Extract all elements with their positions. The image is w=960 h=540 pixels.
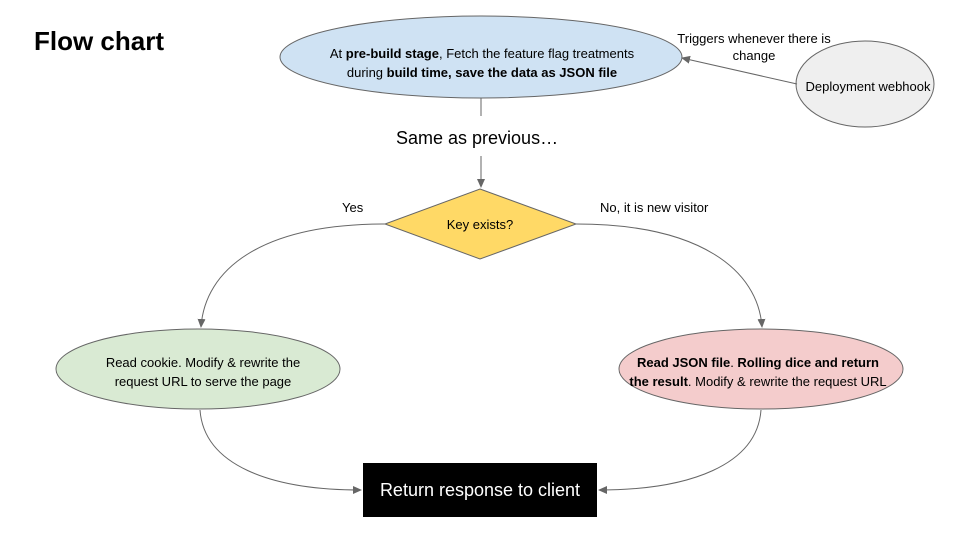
trigger-label: Triggers whenever there is change	[677, 31, 831, 63]
edge-webhook-to-prebuild	[681, 55, 798, 85]
cookie-label: Read cookie. Modify & rewrite the reques…	[105, 355, 301, 389]
json-text-4: . Modify & rewrite the request URL	[687, 374, 887, 389]
prebuild-text-3: , Fetch the feature flag treatments duri…	[346, 46, 635, 80]
edge-yes	[197, 223, 386, 328]
prebuild-text-2: pre-build stage	[345, 46, 439, 61]
edge-no	[575, 223, 766, 328]
deployment-webhook-label: Deployment webhook	[805, 78, 931, 94]
prebuild-text-1: At	[329, 46, 346, 61]
yes-label: Yes	[342, 200, 364, 215]
decision-label: Key exists?	[446, 216, 514, 232]
prebuild-label: At pre-build stage, Fetch the feature fl…	[318, 30, 646, 96]
json-label: Read JSON file. Rolling dice and return …	[628, 334, 888, 410]
response-node: Return response to client	[363, 463, 597, 517]
decision-node	[383, 188, 578, 260]
same-as-previous-label: Same as previous…	[396, 128, 559, 148]
prebuild-text-4: build time, save the data as JSON file	[386, 65, 618, 80]
json-node	[618, 328, 904, 410]
edge-json-to-response	[598, 409, 762, 494]
cookie-node	[55, 328, 341, 410]
page-title: Flow chart	[34, 26, 165, 56]
json-text-2: .	[730, 355, 738, 370]
no-label: No, it is new visitor	[600, 200, 709, 215]
json-text-3: Rolling dice and return the result	[629, 355, 879, 389]
edge-cookie-to-response	[199, 409, 362, 494]
json-text-1: Read JSON file	[636, 355, 731, 370]
